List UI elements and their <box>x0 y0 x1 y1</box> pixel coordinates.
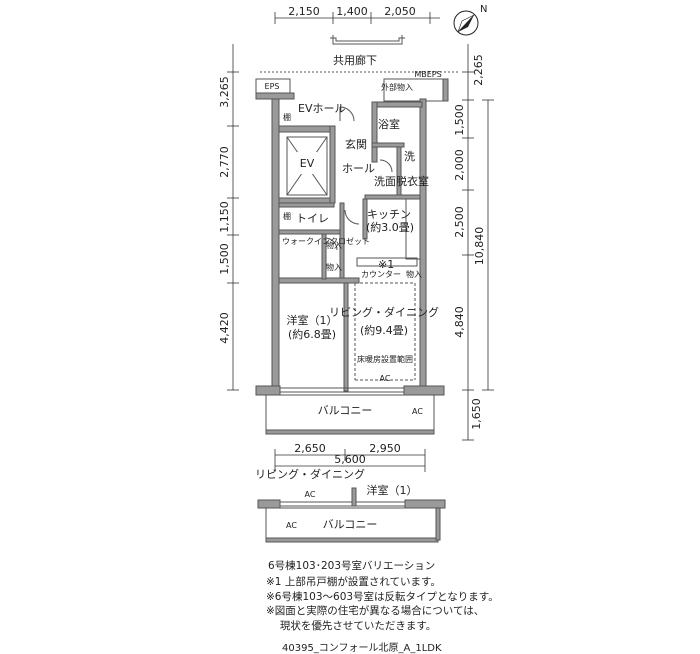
variation-ac-label-2: AC <box>286 521 297 530</box>
storage-label-2: 物入 <box>326 262 342 272</box>
top-dim-3: 2,050 <box>384 5 416 18</box>
living-size-label: (約9.4畳) <box>360 323 408 337</box>
ev-label: EV <box>300 157 315 170</box>
compass-north-label: N <box>480 4 487 15</box>
storage-label-1: 物入 <box>326 240 342 250</box>
plan-code: 40395_コンフォール北原_A_1LDK <box>282 643 442 654</box>
right-dim-1: 2,265 <box>472 54 485 86</box>
corridor-outline <box>260 35 460 73</box>
mbeps-label: MBEPS <box>414 70 441 79</box>
bottom-dim-total: 5,600 <box>334 453 366 466</box>
right-dim-4: 2,500 <box>453 206 466 238</box>
shelf-label-2: 棚 <box>283 211 291 221</box>
top-dim-2: 1,400 <box>336 5 368 18</box>
left-dim-2: 2,770 <box>218 146 231 178</box>
left-dimension-line: 3,265 2,770 1,150 1,500 4,420 <box>218 44 239 391</box>
storage-label-3: 物入 <box>406 269 422 279</box>
variation-western-room-label: 洋室（1） <box>367 483 418 497</box>
doors <box>324 106 416 381</box>
shelf-label-1: 棚 <box>283 112 291 122</box>
right-dimension-line: 2,265 1,500 2,000 2,500 4,840 1,650 10,8… <box>453 44 494 441</box>
note-2: ※6号棟103～603号室は反転タイプとなります。 <box>266 590 499 603</box>
right-dim-6: 1,650 <box>470 398 483 430</box>
living-label: リビング・ダイニング <box>329 305 439 319</box>
variation-living-label: リビング・ダイニング <box>255 467 365 481</box>
floor-heating-label: 床暖房設置範囲 <box>357 354 413 364</box>
bottom-dim-1: 2,650 <box>294 442 326 455</box>
left-dim-3: 1,150 <box>218 201 231 233</box>
variation-ac-label-1: AC <box>305 490 316 499</box>
note-4: 現状を優先させていただきます。 <box>266 619 437 632</box>
variation-balcony-label: バルコニー <box>323 518 378 531</box>
bottom-dimension-line: 2,650 2,950 5,600 <box>274 442 426 472</box>
left-dim-5: 4,420 <box>218 312 231 344</box>
notes: ※1 上部吊戸棚が設置されています。 ※6号棟103～603号室は反転タイプとな… <box>266 575 499 633</box>
walls <box>255 78 449 435</box>
top-dim-1: 2,150 <box>288 5 320 18</box>
bathroom-label: 浴室 <box>378 117 400 131</box>
counter-note-label: ※1 <box>378 258 394 271</box>
right-dim-total: 10,840 <box>473 227 486 266</box>
eps-label: EPS <box>265 82 280 91</box>
kitchen-label: キッチン <box>367 208 411 221</box>
washer-label: 洗 <box>404 150 415 163</box>
entrance-label: 玄関 <box>345 137 367 151</box>
ac-label-1: AC <box>380 374 391 383</box>
counter-label: カウンター <box>361 270 401 279</box>
variation-caption: 6号棟103･203号室バリエーション <box>268 560 436 572</box>
right-dim-5: 4,840 <box>453 306 466 338</box>
hall-label: ホール <box>342 162 375 175</box>
western-room-size-label: (約6.8畳) <box>288 327 336 341</box>
balcony-label: バルコニー <box>318 404 373 417</box>
variation-plan <box>257 487 446 543</box>
left-dim-4: 1,500 <box>218 243 231 275</box>
top-dimension-line: 2,150 1,400 2,050 <box>274 5 440 24</box>
toilet-label: トイレ <box>296 212 329 225</box>
compass-icon: N <box>453 4 487 36</box>
washroom-label: 洗面脱衣室 <box>374 174 429 188</box>
bottom-dim-2: 2,950 <box>369 442 401 455</box>
corridor-label: 共用廊下 <box>333 53 377 67</box>
ev-hall-label: EVホール <box>298 102 345 115</box>
kitchen-size-label: (約3.0畳) <box>366 220 414 234</box>
right-dim-3: 2,000 <box>453 149 466 181</box>
ac-label-2: AC <box>412 407 423 416</box>
note-1: ※1 上部吊戸棚が設置されています。 <box>266 576 441 588</box>
right-dim-2: 1,500 <box>453 104 466 136</box>
left-dim-1: 3,265 <box>218 76 231 108</box>
exterior-storage-label: 外部物入 <box>381 82 413 92</box>
western-room-label: 洋室（1） <box>287 313 338 327</box>
note-3: ※図面と実際の住宅が異なる場合については、 <box>266 605 485 617</box>
walk-in-closet-label: ウォークインクロゼット <box>282 236 370 246</box>
